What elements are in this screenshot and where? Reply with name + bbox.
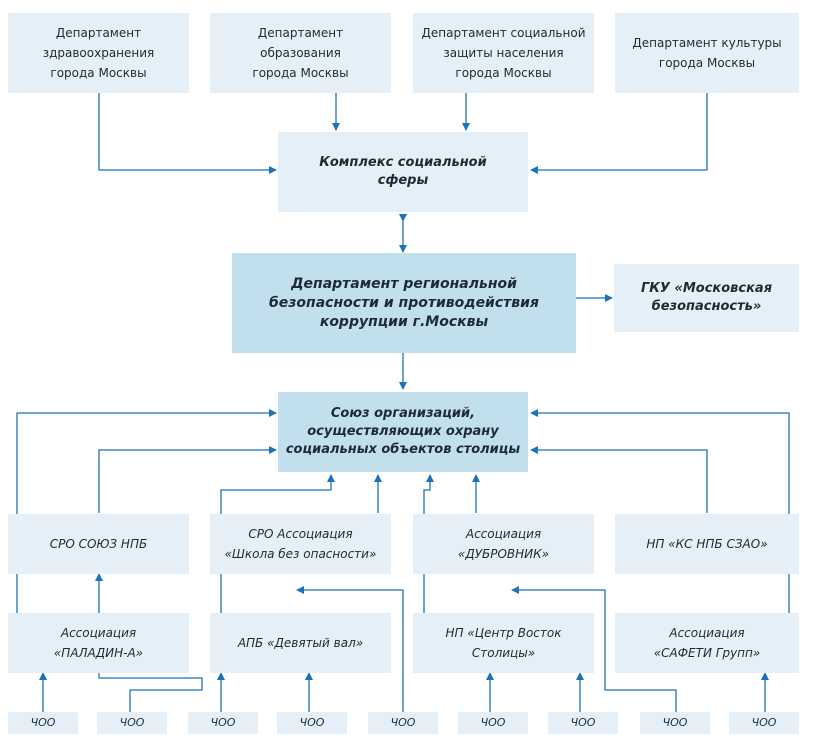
- np-centr-vostok-stolitsy: НП «Центр Восток Столицы»: [413, 613, 594, 673]
- arrow-health-to-complex: [98, 93, 277, 174]
- arrow-sro-npb-to-union: [98, 446, 277, 513]
- sro-soyuz-npb: СРО СОЮЗ НПБ: [8, 514, 189, 574]
- arrow-choo8: [511, 586, 677, 712]
- choo-8: ЧОО: [640, 712, 710, 734]
- department-culture: Департамент культуры города Москвы: [615, 13, 799, 93]
- choo-4: ЧОО: [277, 712, 347, 734]
- sro-shkola-bez-opasnosti: СРО Ассоциация «Школа без опасности»: [210, 514, 391, 574]
- choo-2: ЧОО: [97, 712, 167, 734]
- department-regional-security: Департамент региональной безопасности и …: [232, 253, 576, 353]
- department-health: Департамент здравоохранения города Москв…: [8, 13, 189, 93]
- arrow-choo5: [296, 586, 404, 712]
- arrow-safeti-to-union: [530, 409, 790, 613]
- choo-1: ЧОО: [8, 712, 78, 734]
- choo-7: ЧОО: [548, 712, 618, 734]
- np-ks-npb-szao: НП «КС НПБ СЗАО»: [615, 514, 799, 574]
- association-dubrovnik: Ассоциация «ДУБРОВНИК»: [413, 514, 594, 574]
- apb-devyatyi-val: АПБ «Девятый вал»: [210, 613, 391, 673]
- choo-9: ЧОО: [729, 712, 799, 734]
- choo-5: ЧОО: [368, 712, 438, 734]
- union-organizations: Союз организаций, осуществляющих охрану …: [278, 392, 528, 472]
- association-safeti-grupp: Ассоциация «САФЕТИ Групп»: [615, 613, 799, 673]
- gku-moscow-security: ГКУ «Московская безопасность»: [614, 264, 799, 332]
- complex-social-sphere: Комплекс социальной сферы: [278, 132, 528, 212]
- choo-3: ЧОО: [188, 712, 258, 734]
- choo-6: ЧОО: [458, 712, 528, 734]
- association-paladin-a: Ассоциация «ПАЛАДИН-А»: [8, 613, 189, 673]
- department-education: Департамент образования города Москвы: [210, 13, 391, 93]
- arrow-paladin-to-union: [16, 409, 277, 613]
- arrow-culture-to-complex: [530, 93, 708, 174]
- department-social-protection: Департамент социальной защиты населения …: [413, 13, 594, 93]
- arrow-ks-npb-to-union: [530, 446, 708, 513]
